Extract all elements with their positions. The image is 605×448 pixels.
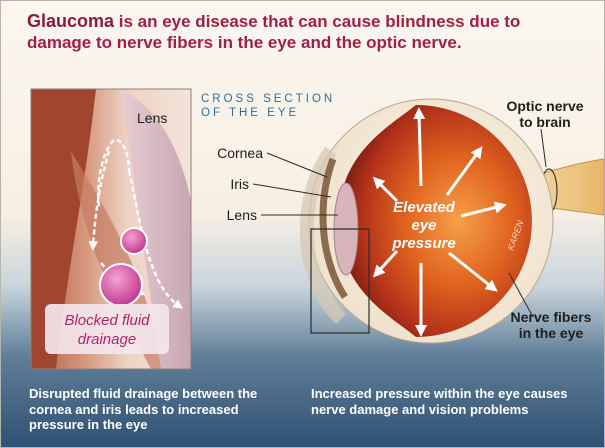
cornea-label: Cornea [217,145,263,161]
pressure-arrow-up [419,113,421,186]
blockage-large [100,264,142,306]
pressure-line3: pressure [391,235,455,252]
drainage-inset: Blocked fluid drainage Lens [31,89,191,369]
blocked-label-line2: drainage [78,331,136,348]
pressure-line1: Elevated [393,199,456,216]
blocked-label-line1: Blocked fluid [64,312,150,329]
caption-right: Increased pressure within the eye causes… [311,386,596,417]
blockage-small [121,228,147,254]
section-title-line1: CROSS SECTION [201,93,335,105]
nerve-label-line2: in the eye [519,325,584,341]
nerve-label-line1: Nerve fibers [511,309,592,325]
optic-label-line1: Optic nerve [506,98,583,114]
pressure-line2: eye [411,217,436,234]
lens-label: Lens [227,207,257,223]
section-title-line2: OF THE EYE [201,107,299,119]
caption-left: Disrupted fluid drainage between the cor… [29,386,279,433]
optic-leader [541,129,546,167]
iris-label: Iris [230,176,249,192]
optic-label-line2: to brain [519,114,570,130]
inset-lens-label: Lens [137,110,167,126]
